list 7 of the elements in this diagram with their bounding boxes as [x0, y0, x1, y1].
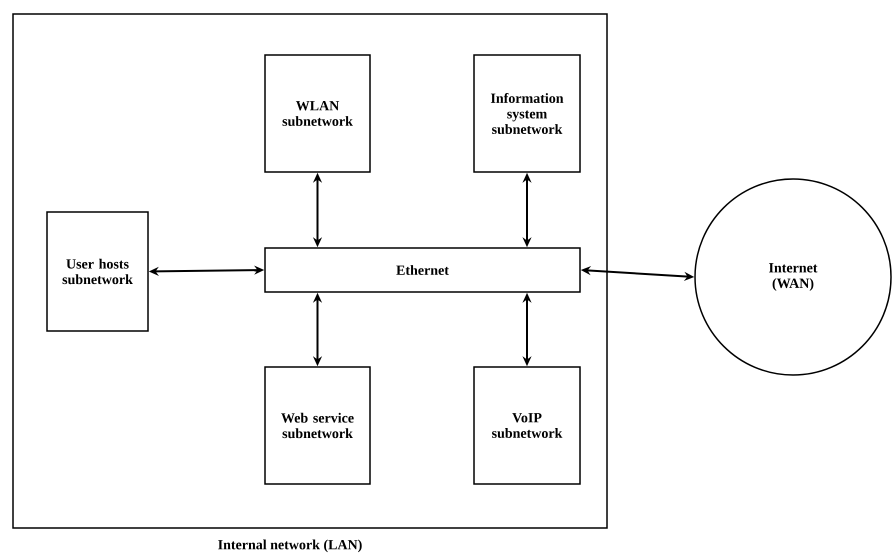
subnetwork-box: VoIP subnetwork: [473, 366, 581, 485]
bus-bar: Ethernet: [264, 247, 581, 293]
subnetwork-box: Web service subnetwork: [264, 366, 371, 485]
subnetwork-box: User hosts subnetwork: [46, 211, 149, 332]
subnetwork-box: WLAN subnetwork: [264, 54, 371, 173]
subnetwork-box: Information system subnetwork: [473, 54, 581, 173]
node-label: Internal network (LAN): [218, 540, 362, 552]
